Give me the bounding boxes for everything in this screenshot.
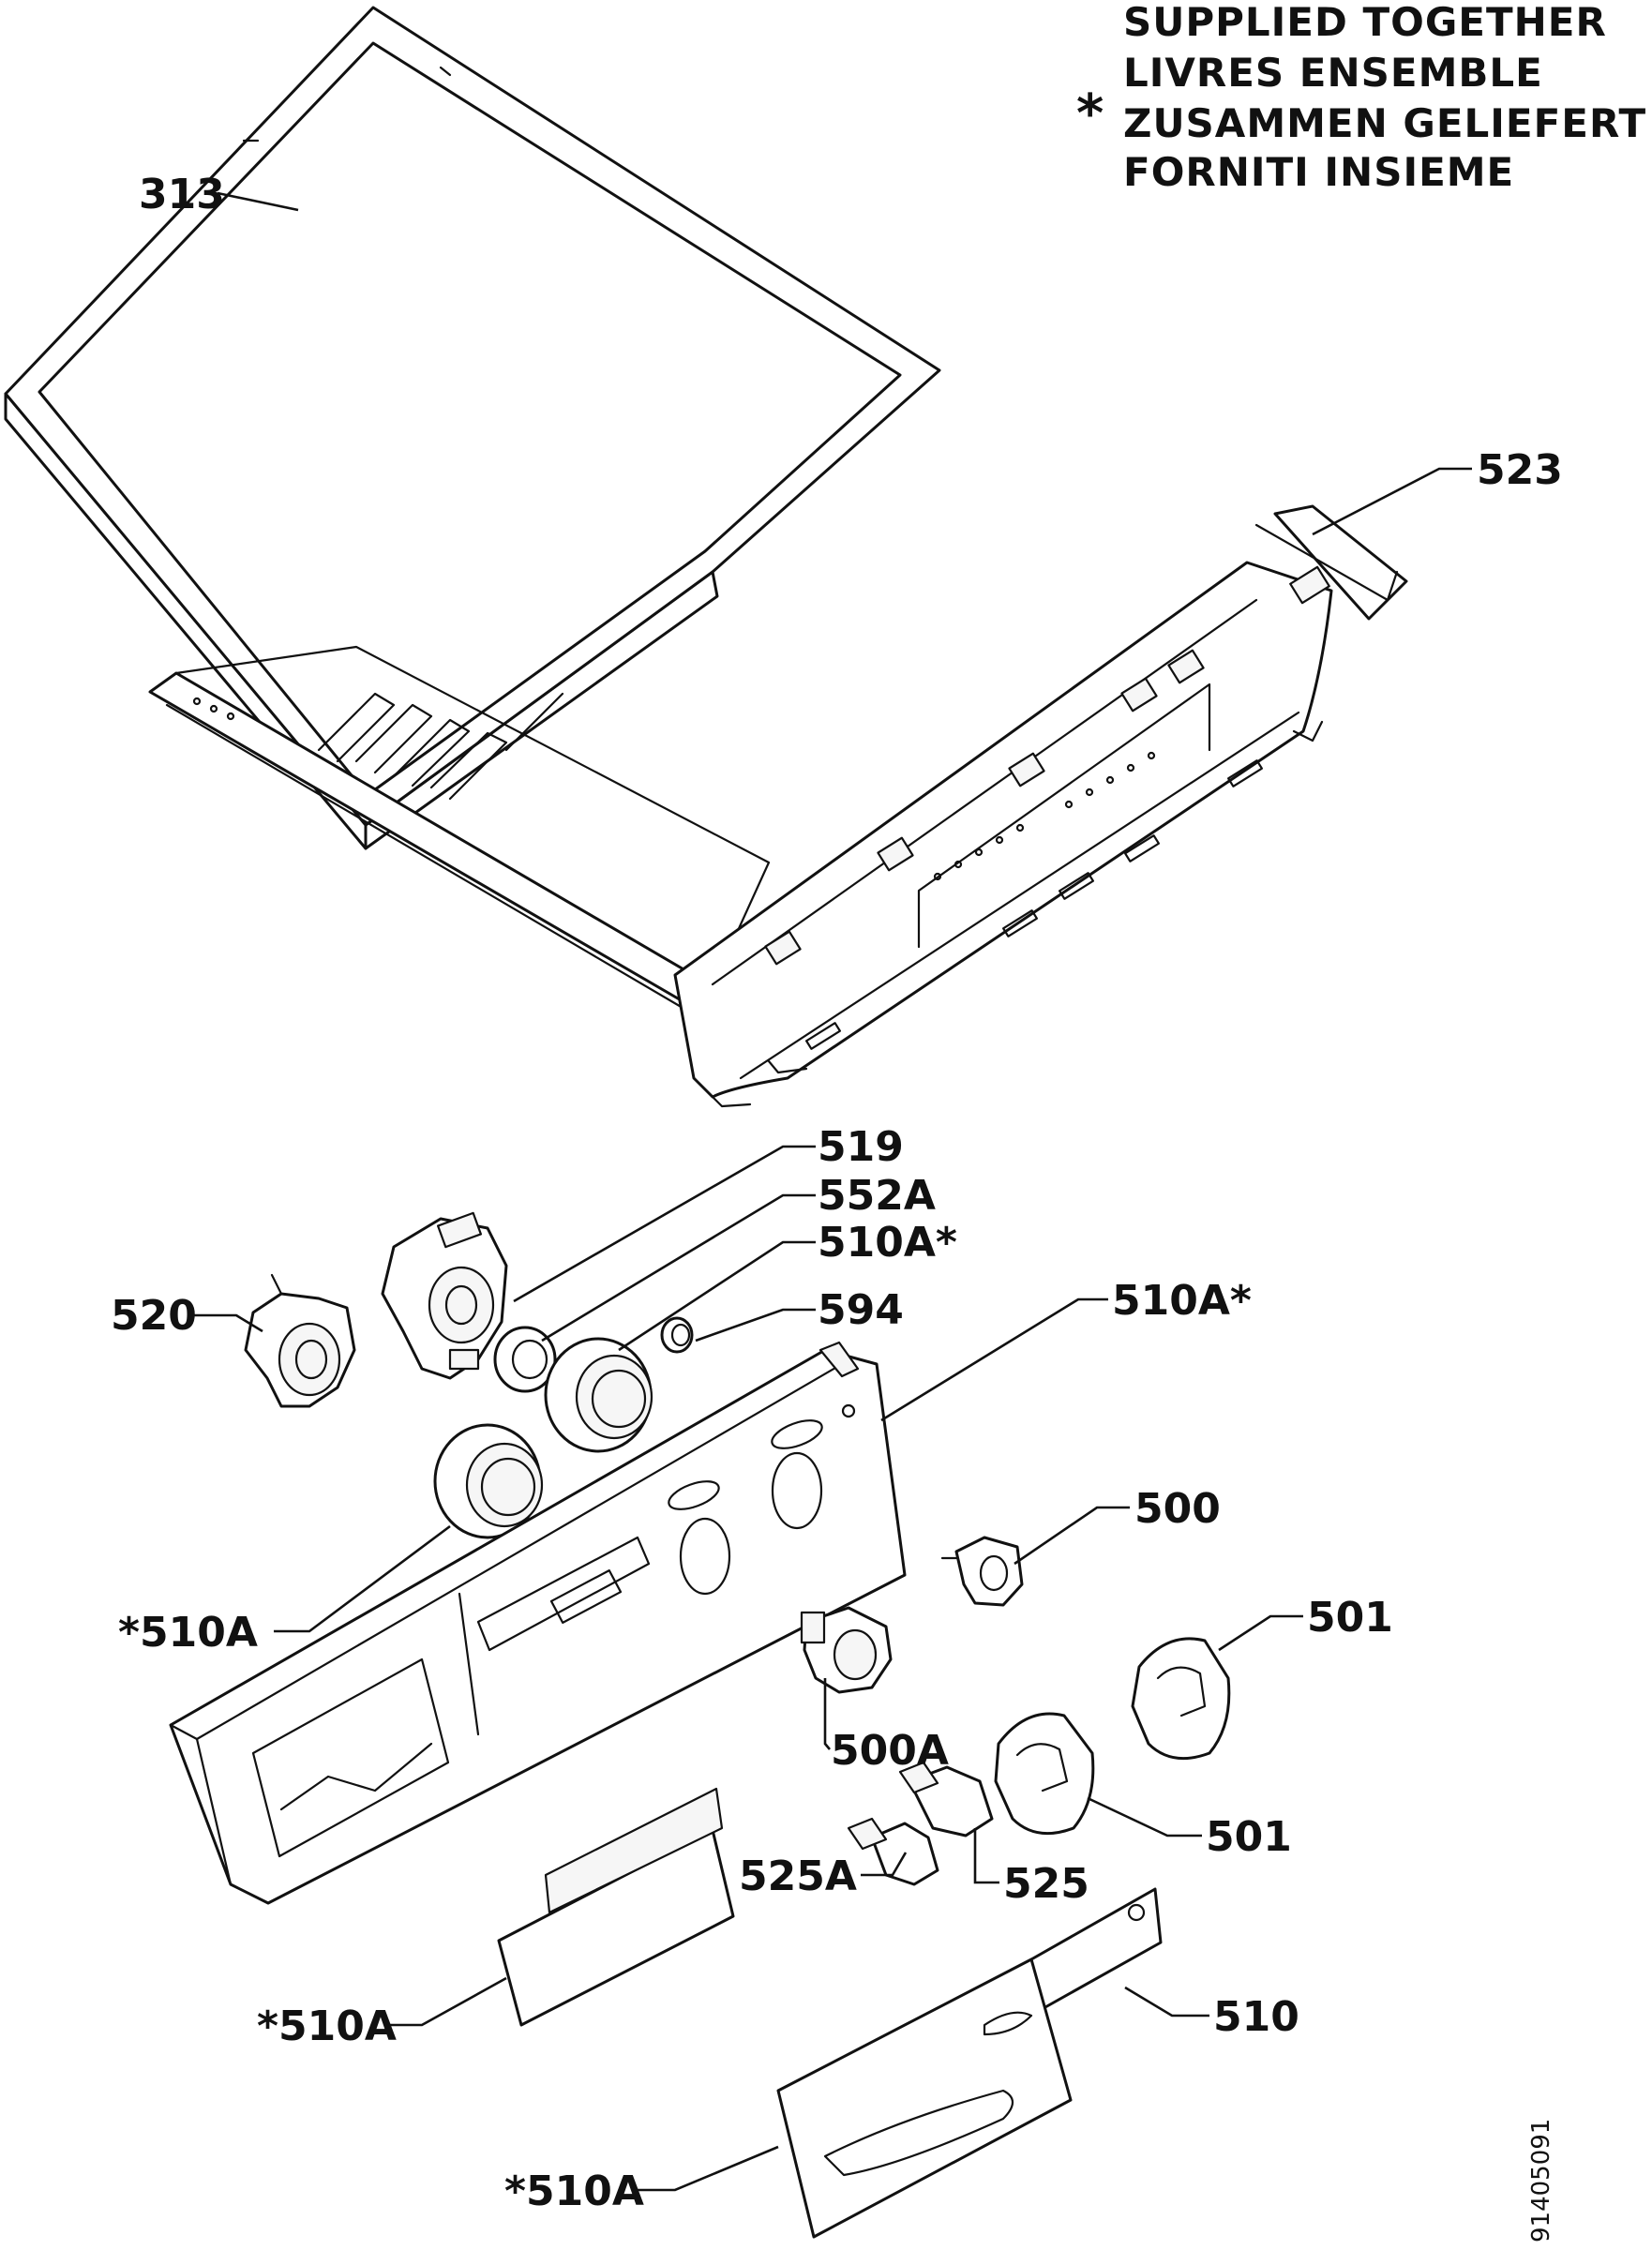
callout-501-lower: 501 (1206, 1813, 1292, 1861)
part-510A-knob-left (433, 1423, 544, 1539)
callout-star-510A-bottom: *510A (504, 2168, 644, 2215)
part-501-knob-lower (994, 1712, 1095, 1836)
callout-star-510A-flap: *510A (257, 2002, 397, 2050)
legend-line-4: FORNITI INSIEME (1123, 149, 1514, 195)
callout-labels: 313 523 519 552A 510A* 520 594 510A* 500… (111, 171, 1563, 2215)
document-number: 91405091 (1527, 2119, 1555, 2242)
callout-510: 510 (1213, 1993, 1299, 2041)
legend-line-1: SUPPLIED TOGETHER (1123, 0, 1607, 45)
part-500A-switch (800, 1606, 893, 1694)
callout-525: 525 (1003, 1860, 1089, 1908)
part-552A-ring (493, 1326, 557, 1393)
callout-313: 313 (139, 171, 225, 218)
legend-line-2: LIVRES ENSEMBLE (1123, 50, 1543, 96)
legend-star-symbol: * (1076, 83, 1104, 144)
callout-star-510A-left: *510A (118, 1609, 258, 1657)
callout-510A-star-panel: 510A* (1112, 1277, 1252, 1325)
frame-hole-row (933, 751, 1156, 881)
legend-line-3: ZUSAMMEN GELIEFERT (1123, 100, 1646, 146)
leader-lines (193, 191, 1472, 2192)
callout-594: 594 (818, 1286, 904, 1334)
part-510A-drawer-flap (497, 1787, 735, 2027)
callout-510A-star-knobs: 510A* (818, 1219, 957, 1267)
callout-525A: 525A (739, 1852, 857, 1900)
callout-501-upper: 501 (1307, 1594, 1393, 1642)
callout-519: 519 (818, 1123, 904, 1171)
part-594-button (660, 1316, 694, 1354)
part-510A-front-panel (169, 1341, 907, 1905)
part-501-knob-upper (1131, 1637, 1231, 1761)
callout-500: 500 (1134, 1485, 1221, 1533)
part-313-top-lid (4, 6, 941, 850)
part-500-switch (940, 1536, 1024, 1607)
callout-500A: 500A (831, 1727, 949, 1775)
part-510A-knob-right (544, 1337, 653, 1453)
callout-552A: 552A (818, 1172, 936, 1220)
legend: SUPPLIED TOGETHER LIVRES ENSEMBLE * ZUSA… (1076, 0, 1646, 195)
part-520-bracket (244, 1273, 356, 1408)
part-523-panel-frame (148, 504, 1408, 1108)
callout-520: 520 (111, 1292, 197, 1340)
part-519-knob-holder (381, 1211, 508, 1380)
part-525-push-button (898, 1761, 994, 1838)
part-510A-door-panel (776, 1958, 1073, 2239)
callout-523: 523 (1477, 446, 1563, 494)
